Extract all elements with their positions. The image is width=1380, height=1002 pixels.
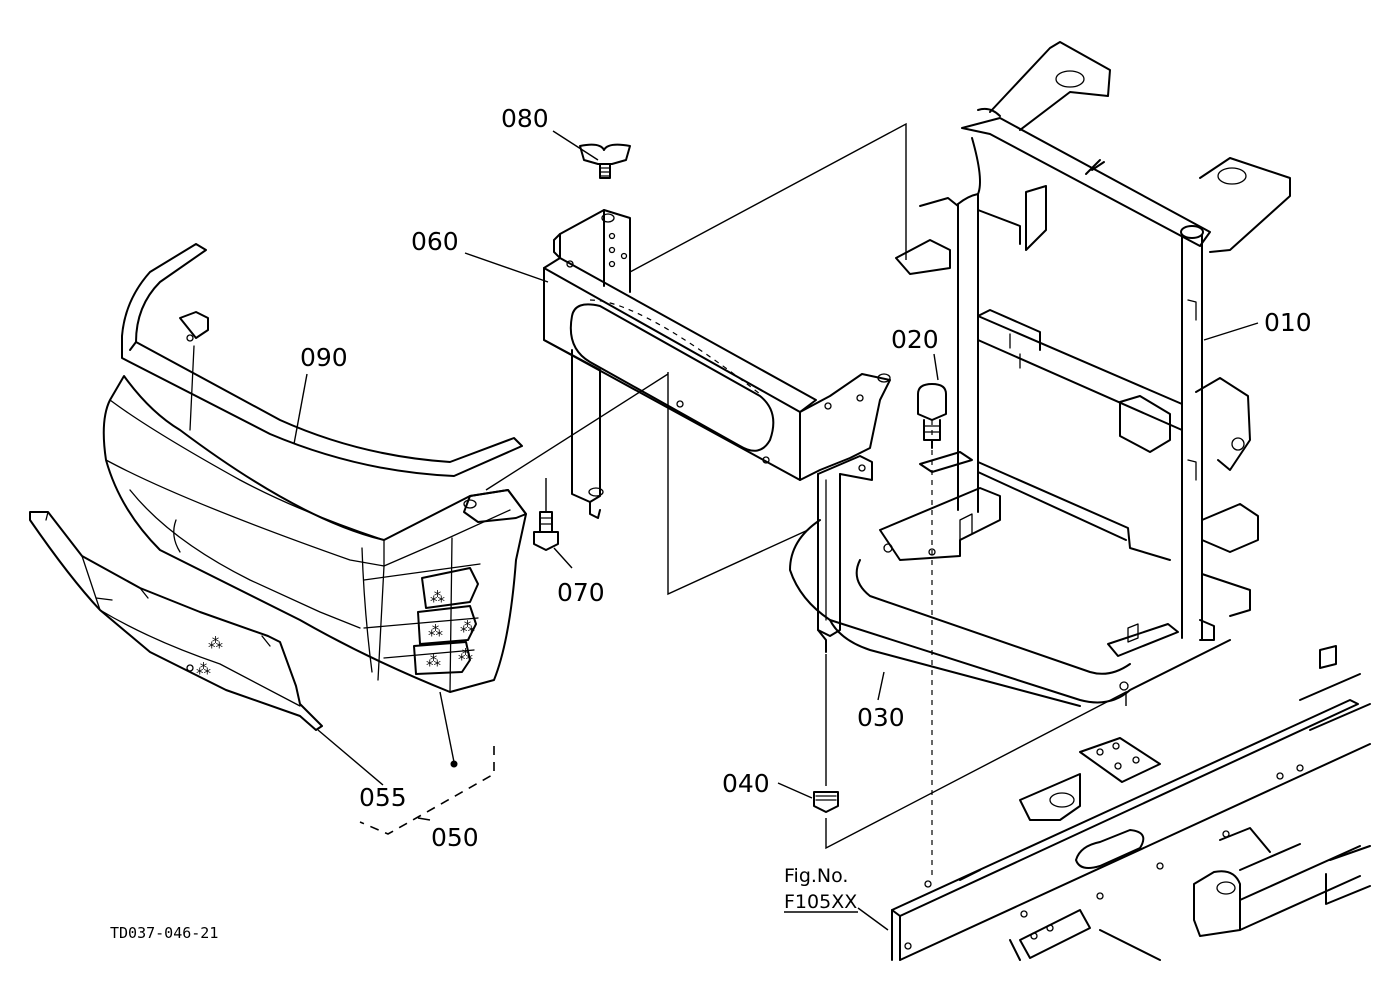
grille-090-drawing: ⁂ ⁂ ⁂ ⁂ ⁂ <box>102 243 527 693</box>
alignment-lines <box>485 122 1127 876</box>
label-070: 070 <box>557 578 605 607</box>
figure-reference: Fig.No. F105XX <box>784 865 857 913</box>
label-030: 030 <box>857 703 905 732</box>
svg-text:⁂: ⁂ <box>196 660 211 678</box>
figure-ref-number: F105XX <box>784 891 857 913</box>
label-040: 040 <box>722 769 770 798</box>
svg-text:⁂: ⁂ <box>426 652 441 670</box>
svg-text:⁂: ⁂ <box>430 588 445 606</box>
svg-text:⁂: ⁂ <box>460 618 475 636</box>
label-060: 060 <box>411 227 459 256</box>
svg-text:⁂: ⁂ <box>458 646 473 664</box>
label-020: 020 <box>891 325 939 354</box>
frame-010-drawing <box>895 41 1291 641</box>
label-080: 080 <box>501 104 549 133</box>
tray-030-drawing <box>789 451 1231 707</box>
label-090: 090 <box>300 343 348 372</box>
svg-text:⁂: ⁂ <box>208 634 223 652</box>
drawing-code: TD037-046-21 <box>110 924 218 942</box>
wing-nut-080-drawing <box>579 143 631 179</box>
svg-text:⁂: ⁂ <box>428 622 443 640</box>
figure-ref-label: Fig.No. <box>784 865 848 887</box>
bracket-060-drawing <box>543 209 891 519</box>
part-number-labels: 080 060 090 020 010 070 030 040 055 050 <box>300 104 1312 852</box>
label-050: 050 <box>431 823 479 852</box>
bolt-070-drawing <box>533 478 559 551</box>
nut-040-drawing <box>813 791 839 813</box>
label-010: 010 <box>1264 308 1312 337</box>
bolt-020-drawing <box>917 383 947 449</box>
label-055: 055 <box>359 783 407 812</box>
panel-055-drawing: ⁂ ⁂ <box>29 511 323 731</box>
chassis-drawing <box>891 645 1371 961</box>
leader-lines <box>293 130 1259 931</box>
